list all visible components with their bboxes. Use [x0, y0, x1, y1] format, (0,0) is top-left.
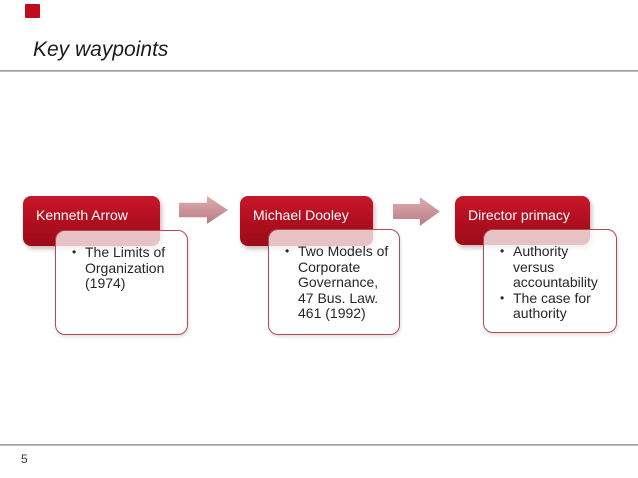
bullet-item: The case for authority — [499, 290, 610, 322]
page-number: 5 — [21, 452, 28, 466]
bullet-list: Two Models of Corporate Governance, 47 B… — [269, 230, 399, 322]
title-divider-line — [0, 70, 638, 72]
bullet-item: Two Models of Corporate Governance, 47 B… — [284, 243, 393, 322]
slide-accent-mark — [25, 4, 40, 18]
right-arrow-icon — [393, 197, 440, 226]
step-body-kenneth-arrow: The Limits of Organization (1974) — [55, 230, 188, 335]
step-header-label: Michael Dooley — [253, 207, 349, 223]
bullet-item: The Limits of Organization (1974) — [71, 244, 181, 292]
bullet-item: Authority versus accountability — [499, 243, 610, 291]
footer-divider-line — [0, 444, 638, 446]
step-body-michael-dooley: Two Models of Corporate Governance, 47 B… — [268, 229, 400, 335]
step-body-director-primacy: Authority versus accountability The case… — [483, 229, 617, 333]
bullet-list: The Limits of Organization (1974) — [56, 231, 187, 292]
step-header-label: Director primacy — [468, 207, 570, 223]
slide-title: Key waypoints — [33, 38, 169, 61]
step-header-label: Kenneth Arrow — [36, 207, 128, 223]
right-arrow-icon — [179, 196, 228, 224]
bullet-list: Authority versus accountability The case… — [484, 230, 616, 322]
